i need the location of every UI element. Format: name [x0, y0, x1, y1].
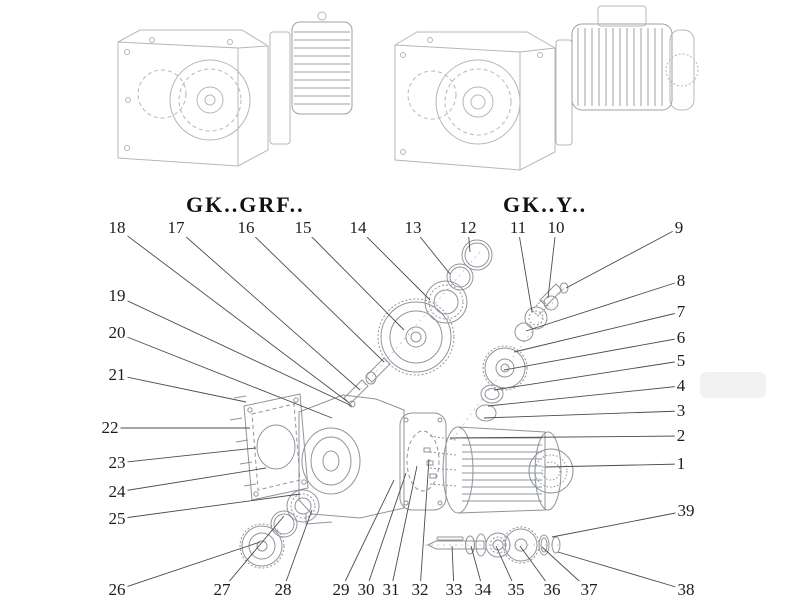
part-number-10: 10: [545, 218, 567, 238]
part-number-22: 22: [99, 418, 121, 438]
part-number-32: 32: [409, 580, 431, 600]
leader-line-11: [517, 227, 533, 313]
leader-line-5: [493, 360, 682, 391]
part-number-28: 28: [272, 580, 294, 600]
part-number-16: 16: [235, 218, 257, 238]
part-number-29: 29: [330, 580, 352, 600]
watermark: [700, 372, 766, 398]
leader-line-27: [221, 515, 285, 591]
part-number-4: 4: [674, 376, 688, 396]
part-number-20: 20: [106, 323, 128, 343]
part-number-35: 35: [505, 580, 527, 600]
leader-line-9: [565, 227, 680, 289]
part-number-37: 37: [578, 580, 600, 600]
leader-line-15: [302, 227, 405, 331]
leader-line-39: [551, 510, 687, 538]
part-number-14: 14: [347, 218, 369, 238]
part-number-11: 11: [507, 218, 529, 238]
leader-line-14: [357, 227, 431, 301]
part-number-6: 6: [674, 328, 688, 348]
part-number-26: 26: [106, 580, 128, 600]
leader-line-1: [544, 463, 682, 468]
part-number-24: 24: [106, 482, 128, 502]
leader-line-24: [116, 467, 267, 493]
part-number-2: 2: [674, 426, 688, 446]
exploded-view: [229, 239, 574, 569]
part-number-5: 5: [674, 351, 688, 371]
drawing-gk-grf: [117, 11, 353, 167]
exploded-input-gear-stack: [343, 239, 493, 405]
leader-line-31: [390, 465, 418, 591]
part-number-33: 33: [443, 580, 465, 600]
leader-line-20: [116, 332, 333, 419]
leader-line-10: [547, 227, 557, 299]
part-number-27: 27: [211, 580, 233, 600]
part-number-34: 34: [472, 580, 494, 600]
part-number-36: 36: [541, 580, 563, 600]
part-number-39: 39: [675, 501, 697, 521]
drawing-gk-y: [394, 5, 699, 171]
leader-line-28: [282, 509, 313, 591]
part-number-15: 15: [292, 218, 314, 238]
leader-line-38: [557, 551, 687, 591]
part-number-13: 13: [402, 218, 424, 238]
leader-line-26: [116, 541, 261, 591]
exploded-motor: [423, 426, 574, 514]
model-label-gk-y: GK..Y..: [503, 192, 588, 217]
leader-line-2: [449, 435, 682, 439]
part-number-17: 17: [165, 218, 187, 238]
part-number-8: 8: [674, 271, 688, 291]
leader-line-32: [419, 458, 430, 591]
leader-line-19: [116, 295, 353, 407]
part-number-19: 19: [106, 286, 128, 306]
part-number-3: 3: [674, 401, 688, 421]
leader-line-8: [525, 280, 682, 332]
exploded-housing: [298, 394, 447, 525]
part-number-31: 31: [380, 580, 402, 600]
exploded-shaft-assembly: [426, 526, 561, 564]
leader-line-25: [116, 493, 301, 520]
leader-line-17: [175, 227, 361, 391]
part-number-23: 23: [106, 453, 128, 473]
leader-line-4: [487, 385, 682, 407]
part-number-25: 25: [106, 509, 128, 529]
part-number-21: 21: [106, 365, 128, 385]
leader-line-21: [116, 374, 247, 403]
leader-line-29: [340, 479, 395, 591]
part-number-1: 1: [674, 454, 688, 474]
part-number-12: 12: [457, 218, 479, 238]
leader-line-7: [513, 311, 682, 353]
model-label-gk-grf: GK..GRF..: [186, 192, 305, 217]
leader-line-6: [503, 337, 682, 371]
leader-line-30: [365, 472, 407, 591]
leader-line-23: [116, 447, 257, 464]
leader-line-16: [245, 227, 385, 363]
exploded-output-gear-set: [239, 489, 320, 569]
part-number-7: 7: [674, 302, 688, 322]
part-number-9: 9: [672, 218, 686, 238]
part-number-30: 30: [355, 580, 377, 600]
leader-line-3: [483, 410, 682, 419]
part-number-38: 38: [675, 580, 697, 600]
leader-line-18: [116, 227, 349, 403]
part-number-18: 18: [106, 218, 128, 238]
